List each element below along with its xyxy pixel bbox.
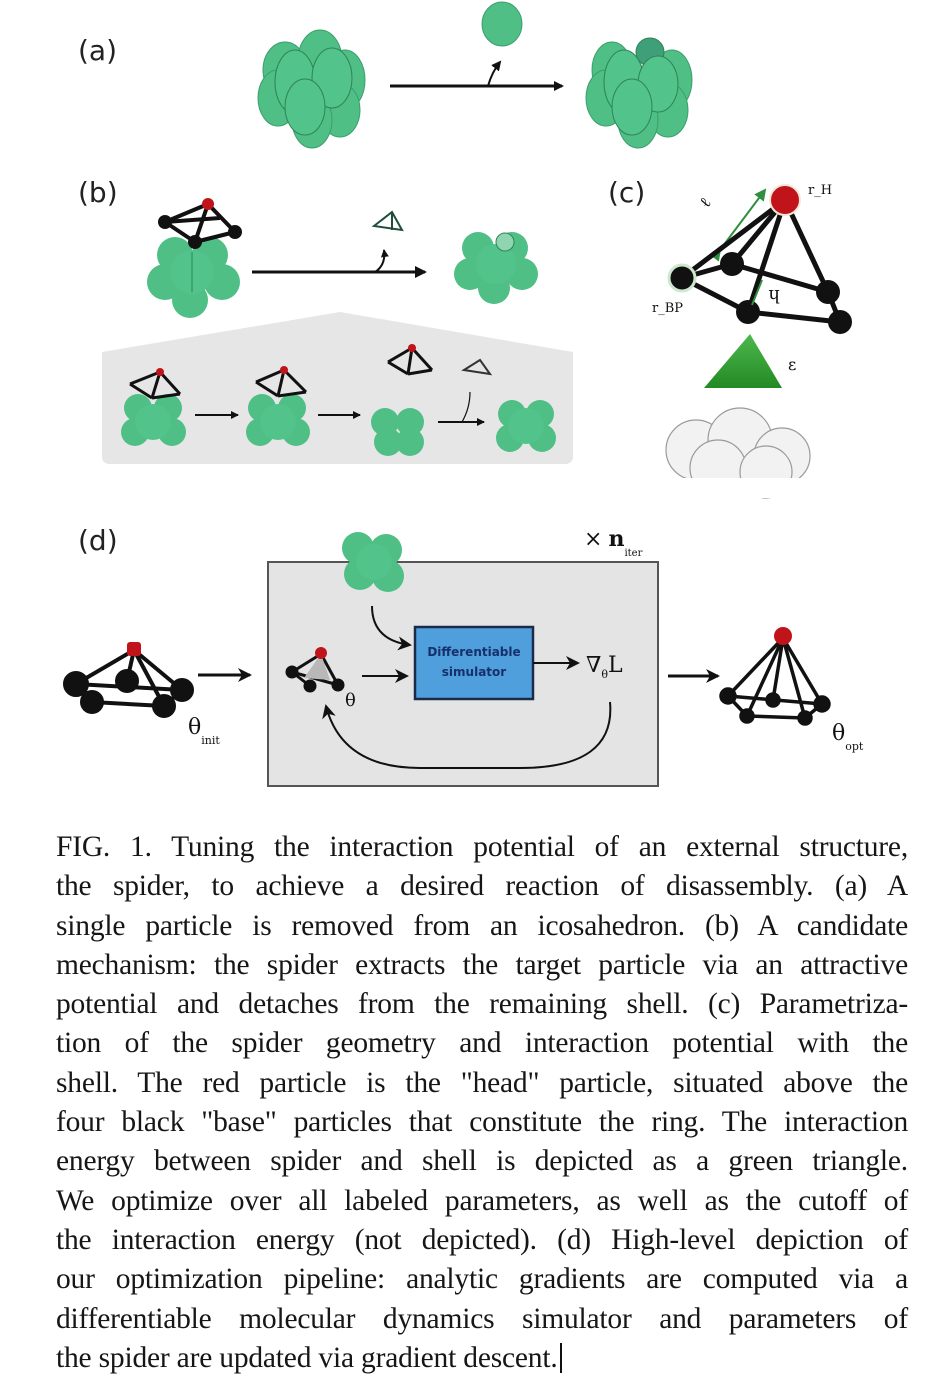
caption-line: FIG. 1. Tuning the interaction potential… [56, 831, 908, 863]
length-arrow [709, 188, 767, 262]
caption-line: the interaction energy (not depicted). (… [56, 1223, 908, 1256]
interaction-energy-triangle [704, 334, 782, 388]
base-particle [720, 252, 744, 276]
icosahedron-shell [257, 29, 366, 149]
caption-line: We optimize over all labeled parameters,… [56, 1184, 908, 1217]
spider-model [158, 198, 242, 249]
panel-d-figure: θinit ×niter θ Differentiable simulator … [63, 526, 864, 787]
detached-spider [371, 210, 404, 232]
base-particle [816, 280, 840, 304]
energy-label: ε [788, 355, 796, 374]
spider-optimized [719, 627, 831, 726]
panel-label-b: (b) [78, 176, 118, 209]
base-particle [736, 300, 760, 324]
caption-line: four black "base" particles that constit… [56, 1106, 908, 1139]
length-symbol: ℓ [695, 193, 715, 211]
base-radius-label: r_BP [652, 301, 683, 316]
removal-arrow [487, 60, 502, 87]
target-shell [342, 532, 404, 592]
mechanism-detail-panel [102, 312, 573, 464]
gradient-label: ∇θL [586, 653, 623, 681]
panel-label-a: (a) [78, 34, 118, 67]
base-particle [828, 310, 852, 334]
simulator-label-line2: simulator [442, 665, 506, 679]
panel-b-figure [102, 198, 573, 464]
shell-to-simulator-arrow [371, 605, 412, 651]
theta-init-label: θinit [188, 715, 220, 747]
caption-line: mechanism: the spider extracts the targe… [56, 948, 908, 981]
figure-caption: FIG. 1. Tuning the interaction potential… [56, 828, 908, 1378]
head-radius-label: r_H [808, 183, 832, 198]
caption-line: single particle is removed from an icosa… [56, 909, 908, 942]
step-detach-arrow [461, 391, 471, 423]
removed-particle [481, 1, 523, 47]
panel-c-figure: ℓ r_H r_BP h ε [650, 183, 860, 499]
gradient-update-loop-arrow [322, 701, 612, 769]
caption-line: shell. The red particle is the "head" pa… [56, 1066, 908, 1099]
shell-remaining-b [454, 232, 538, 304]
caption-line: the spider are updated via gradient desc… [56, 1341, 558, 1374]
caption-line: differentiable molecular dynamics simula… [56, 1302, 908, 1335]
detach-arrow [374, 249, 389, 273]
differentiable-simulator-box [413, 625, 535, 701]
caption-line: energy between spider and shell is depic… [56, 1145, 908, 1178]
caption-line-last: the spider are updated via gradient desc… [56, 1339, 908, 1378]
mechanism-step-3 [371, 344, 434, 456]
simulator-label-line1: Differentiable [427, 645, 520, 659]
theta-label: θ [345, 690, 356, 711]
panel-label-d: (d) [78, 524, 118, 557]
iterations-label: ×niter [584, 526, 643, 559]
spider-current [285, 647, 345, 693]
panel-a-figure [257, 1, 693, 149]
shell-with-spider [147, 237, 240, 318]
caption-line: our optimization pipeline: analytic grad… [56, 1263, 908, 1296]
height-label: h [768, 285, 780, 306]
theta-opt-label: θopt [832, 721, 864, 753]
spider-parametrization [680, 198, 843, 325]
mechanism-step-1 [121, 368, 186, 446]
caption-line: tion of the spider geometry and interact… [56, 1027, 908, 1060]
detached-spider-small [461, 358, 493, 376]
panel-label-c: (c) [608, 176, 646, 209]
caption-line: the spider, to achieve a desired reactio… [56, 870, 908, 903]
mechanism-step-2 [246, 366, 310, 446]
base-particle [667, 263, 697, 293]
icosahedron-remaining [585, 37, 693, 149]
text-cursor[interactable] [559, 1342, 562, 1373]
caption-line: potential and detaches from the remainin… [56, 988, 908, 1021]
head-particle [769, 184, 801, 216]
spider-initial [63, 642, 194, 718]
mechanism-step-4 [496, 400, 556, 452]
height-marker [751, 279, 763, 306]
